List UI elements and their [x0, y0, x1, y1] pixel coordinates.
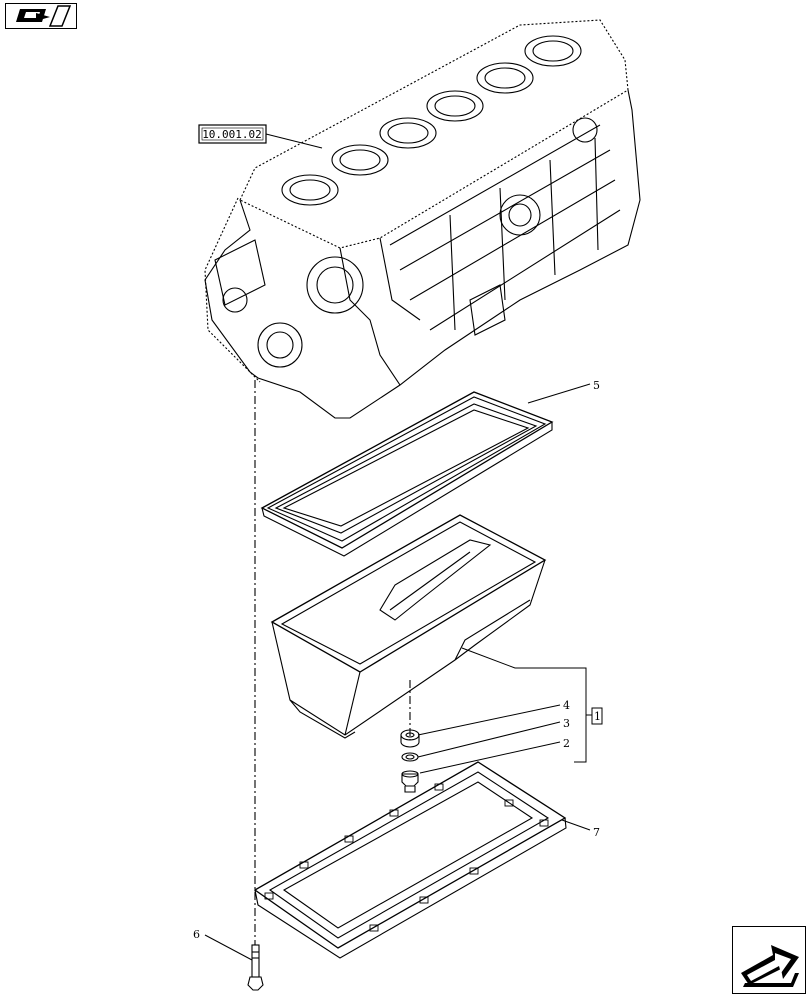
- oil-pan: [270, 514, 547, 739]
- book-pointer-glyph: [16, 5, 72, 27]
- next-page-arrow-icon[interactable]: [732, 926, 806, 994]
- bolt: [247, 944, 264, 991]
- reference-box[interactable]: 10.001.02: [198, 124, 267, 144]
- next-page-arrow-glyph: [741, 945, 799, 987]
- engine-block: [204, 19, 641, 419]
- leader-lines: [204, 133, 592, 961]
- callout-1: 1: [594, 710, 601, 723]
- kit-box: [591, 707, 603, 725]
- book-pointer-icon[interactable]: [5, 3, 77, 29]
- callout-2: 2: [563, 737, 570, 750]
- cylinder-bores: [281, 35, 582, 206]
- callout-3: 3: [563, 717, 570, 730]
- oil-pan-gasket: [260, 391, 554, 557]
- callout-6: 6: [193, 928, 200, 941]
- reference-box-label: 10.001.02: [202, 128, 262, 141]
- callout-5: 5: [593, 379, 600, 392]
- oil-pan-frame: [253, 761, 567, 959]
- drain-plug-assembly: [400, 729, 420, 793]
- callout-7: 7: [593, 826, 600, 839]
- callout-4: 4: [563, 699, 570, 712]
